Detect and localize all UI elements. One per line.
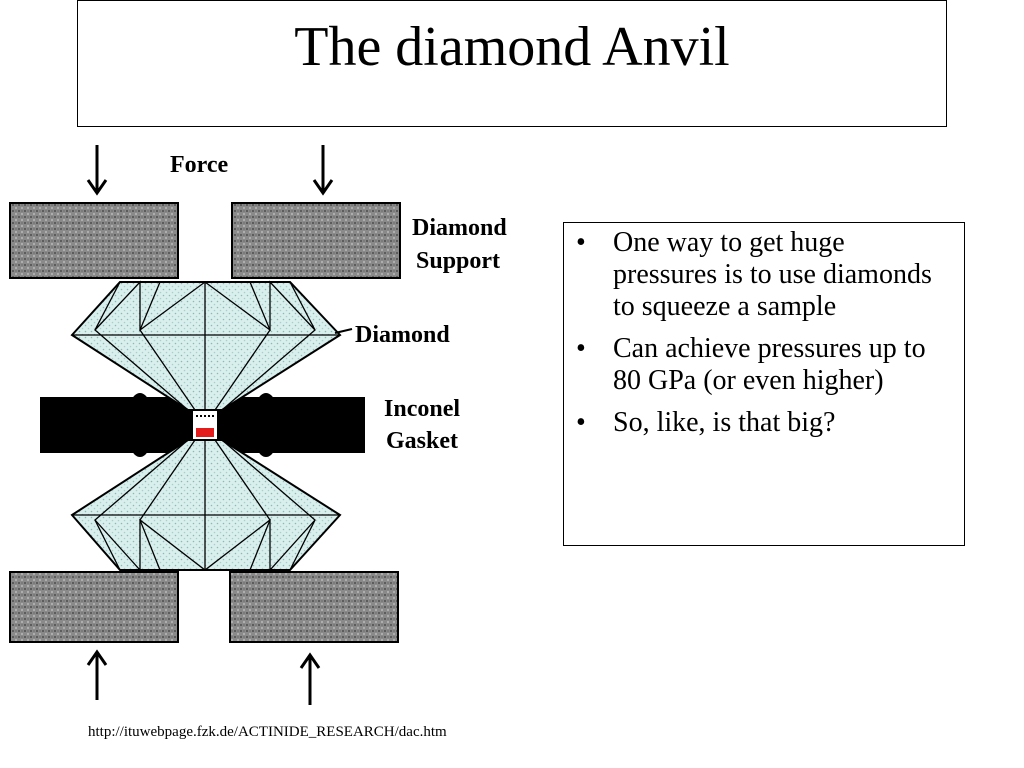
source-url[interactable]: http://ituwebpage.fzk.de/ACTINIDE_RESEAR…	[88, 724, 447, 740]
diamond-support-top-left	[9, 202, 179, 279]
diamond-support-bottom-right	[229, 571, 399, 643]
diamond-label: Diamond	[355, 322, 450, 348]
slide-title: The diamond Anvil	[294, 16, 730, 78]
bullet-dot-icon: •	[576, 227, 586, 258]
diamond-bottom	[70, 439, 342, 572]
diamond-support-label-line2: Support	[416, 248, 500, 274]
bullet-text: So, like, is that big?	[613, 407, 836, 438]
gasket-label-line1: Inconel	[384, 396, 460, 422]
force-label: Force	[170, 152, 229, 178]
force-arrow-top-right	[312, 145, 334, 196]
title-box: The diamond Anvil	[77, 0, 947, 127]
bullet-item: • So, like, is that big?	[576, 407, 954, 439]
bullet-item: • Can achieve pressures up to 80 GPa (or…	[576, 333, 954, 397]
diamond-pointer	[334, 328, 353, 334]
diamond-top	[70, 280, 342, 411]
diamond-support-top-right	[231, 202, 401, 279]
bullet-item: • One way to get huge pressures is to us…	[576, 227, 954, 323]
force-arrow-bottom-right	[299, 652, 321, 705]
diamond-support-bottom-left	[9, 571, 179, 643]
bullet-text: One way to get huge pressures is to use …	[613, 227, 932, 322]
bullet-box: • One way to get huge pressures is to us…	[563, 222, 965, 546]
bullet-dot-icon: •	[576, 333, 586, 364]
diamond-anvil-diagram: Force Diamond Support Diam	[9, 145, 507, 705]
bullet-dot-icon: •	[576, 407, 586, 438]
sample-chamber	[191, 409, 219, 441]
bullet-text: Can achieve pressures up to 80 GPa (or e…	[613, 333, 926, 396]
force-arrow-top-left	[86, 145, 108, 196]
gasket-label-line2: Gasket	[386, 428, 458, 454]
force-arrow-bottom-left	[86, 649, 108, 700]
bullet-list: • One way to get huge pressures is to us…	[576, 227, 954, 439]
diamond-support-label-line1: Diamond	[412, 215, 507, 241]
